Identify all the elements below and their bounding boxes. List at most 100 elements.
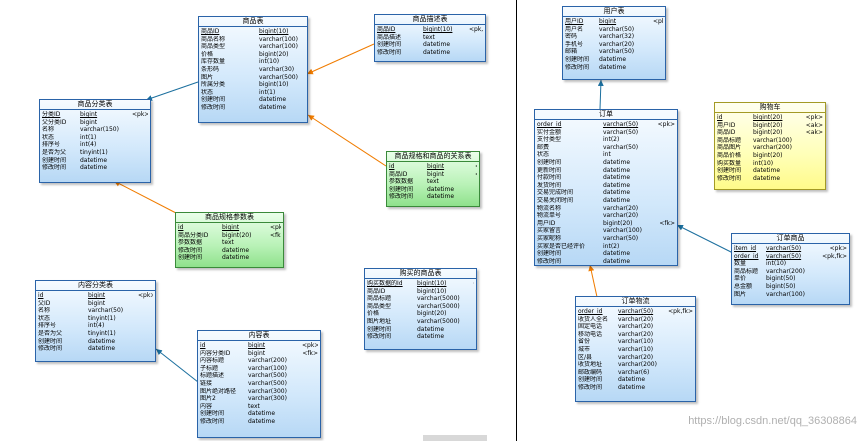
column-key: <fk>: [475, 171, 477, 179]
column-name: 是否为父: [38, 329, 63, 337]
column-type: datetime: [603, 166, 631, 174]
column-type: bigint(10): [259, 81, 289, 89]
column-type: varchar(50): [599, 48, 635, 56]
column-key: [657, 167, 675, 175]
column-key: <pk,fk>: [469, 26, 483, 33]
column-type: tinyint(1): [88, 329, 116, 337]
column-type: varchar(500): [248, 372, 287, 380]
column-type: int(10): [259, 58, 280, 66]
column-key: [816, 283, 847, 291]
column-key: [657, 136, 675, 144]
column-key: [138, 307, 153, 315]
entity-goods-desc-title: 商品描述表: [375, 15, 485, 25]
column-key: [138, 300, 153, 308]
column-type: int(1): [80, 133, 97, 141]
column-name: 邮政编码: [578, 368, 603, 376]
entity-content-category[interactable]: 内容分类表 idbigint<pk>父IDbigint名称varchar(50)…: [35, 280, 156, 362]
column-key: <pk>: [473, 280, 474, 288]
entity-goods-buy[interactable]: 购买的商品表 购买数据的Idbigint(10)<pk>商品IDbigint(1…: [364, 268, 477, 350]
column-key: [132, 149, 148, 157]
entity-goods-spec-param[interactable]: 商品规格参数表 idbigint<pk>商品分类IDbigint(20)<fk>…: [175, 212, 284, 268]
entity-user[interactable]: 用户表 用户IDbigint<pk>用户名varchar(50)密码varcha…: [562, 6, 666, 80]
column-key: [469, 49, 483, 57]
column-type: varchar(100): [753, 136, 792, 144]
column-key: [816, 260, 847, 268]
column-type: bigint: [222, 224, 240, 231]
column-type: varchar(20): [603, 204, 639, 212]
entity-goods[interactable]: 商品表 商品IDbigint(10)<pk>商品名称varchar(100)商品…: [198, 16, 308, 123]
entity-user-columns: 用户IDbigint<pk>用户名varchar(50)密码varchar(32…: [563, 17, 665, 72]
column-type: datetime: [248, 410, 276, 418]
column-type: bigint(10): [417, 280, 447, 287]
column-key: [803, 175, 823, 183]
watermark: https://blog.csdn.net/qq_36308864: [688, 415, 857, 427]
entity-goods-spec-param-columns: idbigint<pk>商品分类IDbigint(20)<fk>参数数据text…: [176, 223, 283, 263]
column-name: 创建时间: [537, 158, 562, 166]
column-key: [657, 174, 675, 182]
horizontal-scrollbar[interactable]: [423, 435, 487, 441]
column-key: [132, 141, 148, 149]
column-key: <fk>: [659, 219, 675, 227]
column-name: 参数数据: [178, 239, 203, 247]
column-type: datetime: [603, 257, 631, 265]
canvas-divider: [516, 0, 517, 441]
column-type: bigint(20): [753, 121, 783, 129]
column-type: varchar(200): [753, 144, 792, 152]
column-key: [657, 250, 675, 258]
column-name: 商品价格: [717, 151, 742, 159]
column-name: 交易完成时间: [537, 189, 574, 197]
entity-goods-spec-rel[interactable]: 商品规格和商品的关系表 idbigint<pk>商品IDbigint<fk>参数…: [386, 151, 480, 207]
column-type: varchar(5000): [417, 302, 460, 310]
column-name: 用户ID: [565, 18, 584, 25]
column-type: bigint: [599, 18, 617, 25]
column-name: 名称: [42, 126, 55, 134]
entity-goods-desc[interactable]: 商品描述表 商品IDbigint(10)<pk,fk>商品描述text创建时间d…: [374, 14, 486, 62]
column-name: 修改时间: [565, 63, 590, 71]
column-key: [657, 258, 675, 265]
column-name: 创建时间: [717, 167, 742, 175]
column-name: 付款时间: [537, 174, 562, 182]
rel-item-order: [676, 224, 734, 254]
column-name: 用户名: [565, 25, 584, 33]
entity-goods-buy-columns: 购买数据的Idbigint(10)<pk>商品IDbigint(10)商品标题v…: [365, 279, 476, 342]
column-name: order_id: [537, 121, 562, 128]
column-type: varchar(32): [599, 33, 635, 41]
column-type: varchar(100): [248, 364, 287, 372]
column-type: varchar(20): [618, 315, 654, 323]
column-name: 内容标题: [200, 357, 225, 365]
column-name: 商品ID: [367, 287, 386, 295]
column-key: [132, 164, 148, 172]
column-name: 创建时间: [389, 185, 414, 193]
column-type: datetime: [80, 156, 108, 164]
column-name: 修改时间: [201, 103, 226, 111]
